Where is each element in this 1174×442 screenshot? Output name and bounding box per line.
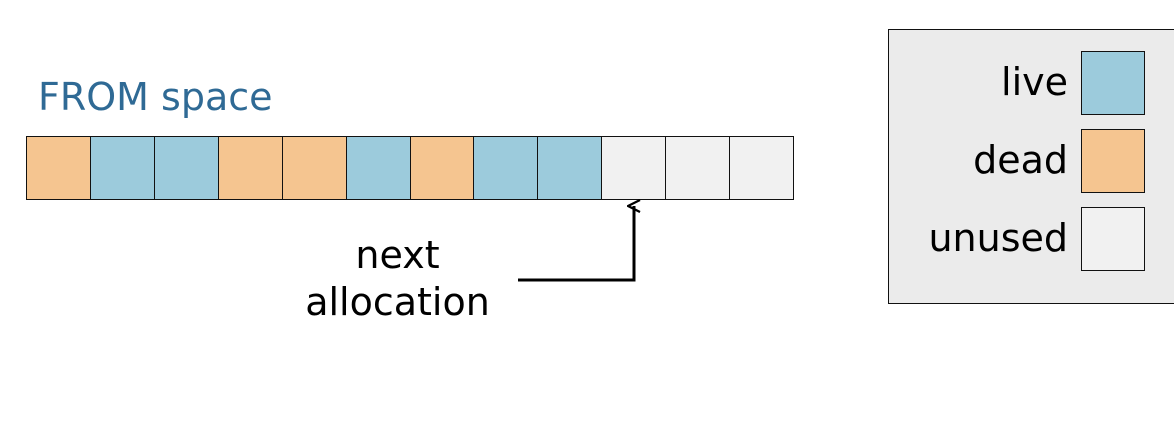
legend-live-swatch: [1081, 51, 1145, 115]
legend-live-label: live: [1001, 60, 1068, 104]
from-space-title: FROM space: [38, 75, 273, 119]
legend-item-dead: dead: [889, 129, 1147, 193]
memory-cell-live: [90, 137, 155, 199]
legend-dead-swatch: [1081, 129, 1145, 193]
memory-cell-unused: [602, 137, 667, 199]
next-allocation-label-line-1: next: [355, 233, 440, 277]
memory-cell-dead: [410, 137, 475, 199]
memory-cell-live: [474, 137, 539, 199]
legend-unused-label: unused: [928, 216, 1068, 260]
next-allocation-label-line-2: allocation: [305, 280, 490, 324]
memory-cell-dead: [218, 137, 283, 199]
memory-cell-live: [154, 137, 219, 199]
legend-item-live: live: [889, 51, 1147, 115]
legend: live dead unused: [888, 29, 1174, 304]
memory-cell-dead: [27, 137, 91, 199]
memory-cell-unused: [666, 137, 731, 199]
legend-item-unused: unused: [889, 207, 1147, 271]
memory-cell-dead: [282, 137, 347, 199]
legend-dead-label: dead: [973, 138, 1068, 182]
memory-cell-unused: [730, 137, 794, 199]
memory-block: [26, 136, 794, 200]
memory-cell-live: [538, 137, 603, 199]
arrow-line: [518, 206, 634, 282]
next-allocation-label: next allocation: [295, 232, 500, 326]
memory-cell-live: [346, 137, 411, 199]
legend-unused-swatch: [1081, 207, 1145, 271]
